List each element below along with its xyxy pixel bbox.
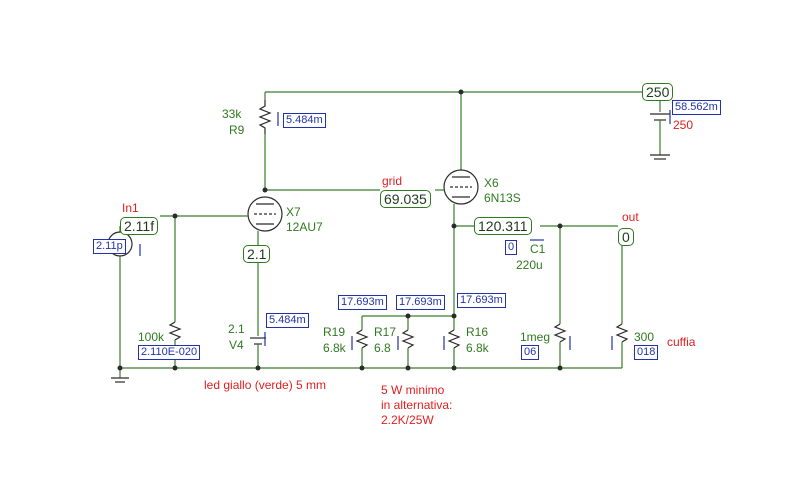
c1-name: C1 xyxy=(530,242,546,256)
resistor-r19 xyxy=(355,329,369,349)
r17-value: 6.8 xyxy=(374,341,391,355)
junction xyxy=(359,365,365,371)
resistor-r9 xyxy=(258,100,272,134)
tube-x6 xyxy=(443,169,479,205)
junction xyxy=(458,89,464,95)
meter-r16: 17.693m xyxy=(457,293,506,308)
out-label: out xyxy=(622,210,639,224)
grid-label: grid xyxy=(382,174,403,188)
r9-value: 33k xyxy=(222,107,242,121)
resistor-1meg xyxy=(553,323,567,343)
meter-v4: 5.484m xyxy=(266,313,309,328)
node-input: 2.11f xyxy=(120,217,159,235)
node-cathode-x6: 120.311 xyxy=(474,217,532,235)
junction xyxy=(451,365,457,371)
r300-label: 300 xyxy=(634,330,655,344)
junction xyxy=(405,365,411,371)
x6-type: 6N13S xyxy=(484,191,521,205)
x6-name: X6 xyxy=(484,176,499,190)
meter-1meg-suffix: 6 xyxy=(530,346,537,358)
resistor-r17 xyxy=(401,329,415,349)
meter-supply: 58.562m xyxy=(672,100,721,115)
r19-value: 6.8k xyxy=(323,341,346,355)
r16-value: 6.8k xyxy=(466,341,489,355)
x7-name: X7 xyxy=(286,205,301,219)
junction xyxy=(255,365,261,371)
r100k-label: 100k xyxy=(138,330,165,344)
junction xyxy=(172,213,178,219)
r19-name: R19 xyxy=(323,325,346,339)
junction xyxy=(557,223,563,229)
x7-type: 12AU7 xyxy=(286,220,323,234)
led-note: led giallo (verde) 5 mm xyxy=(204,378,327,392)
v4-value: 2.1 xyxy=(228,322,245,336)
junction xyxy=(172,365,178,371)
r16-name: R16 xyxy=(466,325,489,339)
cuffia-label: cuffia xyxy=(667,335,696,349)
r17-name: R17 xyxy=(374,325,397,339)
meter-300-suffix: 18 xyxy=(643,346,656,358)
junction xyxy=(451,223,457,229)
supply-value-label: 250 xyxy=(673,118,694,132)
meter-300: 018 xyxy=(634,345,659,360)
resistor-note-line1: 5 W minimo xyxy=(381,383,445,397)
meter-1meg: 06 xyxy=(521,345,540,360)
meter-1meg-value: 0 xyxy=(524,346,531,358)
junction xyxy=(557,365,563,371)
r1meg-label: 1meg xyxy=(520,330,551,344)
meter-input: 2.11p xyxy=(93,239,126,254)
junction xyxy=(117,365,123,371)
r9-name: R9 xyxy=(229,123,245,137)
node-grid: 69.035 xyxy=(380,190,431,208)
v4-name: V4 xyxy=(229,338,244,352)
meter-c1: 0 xyxy=(505,240,518,255)
c1-value: 220u xyxy=(516,258,543,272)
meter-100k: 2.110E-020 xyxy=(138,345,201,360)
resistor-note-line2: in alternativa: xyxy=(381,398,453,412)
junction xyxy=(262,187,268,193)
resistor-300 xyxy=(615,323,629,343)
node-cathode-x7: 2.1 xyxy=(243,245,271,263)
meter-300-value: 0 xyxy=(637,346,644,358)
resistor-r16 xyxy=(447,329,461,349)
meter-r19: 17.693m xyxy=(338,295,387,310)
node-output: 0 xyxy=(618,228,634,246)
meter-r9: 5.484m xyxy=(283,113,326,128)
junction xyxy=(405,313,411,319)
in1-label: In1 xyxy=(122,201,139,215)
junction xyxy=(451,313,457,319)
node-supply: 250 xyxy=(642,83,674,101)
resistor-note-line3: 2.2K/25W xyxy=(381,413,434,427)
tube-x7 xyxy=(247,196,283,232)
resistor-100k xyxy=(168,321,182,341)
meter-r17: 17.693m xyxy=(396,295,445,310)
